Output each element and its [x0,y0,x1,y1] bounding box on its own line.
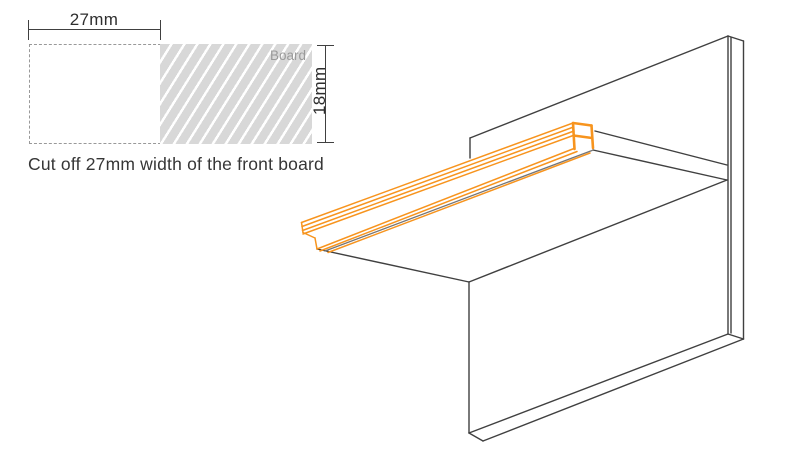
width-dimension-line [28,20,161,40]
panel-edge-line [594,130,728,166]
caption-text: Cut off 27mm width of the front board [28,154,324,174]
dimension-line [29,29,160,30]
board-edge-line [324,149,593,252]
panel-edge-line [468,432,484,442]
panel-edge-line [727,333,745,340]
profile-line [319,150,578,252]
led-profile-cross-section [571,121,595,151]
profile-line [300,221,304,234]
profile-line [314,237,318,250]
profile-line [302,231,316,239]
profile-line [302,134,576,235]
panel-edge-lines [316,35,745,442]
profile-line [301,130,575,232]
height-dimension-line [317,45,334,143]
width-dimension-label: 27mm [69,10,119,29]
led-profile-lines [300,122,591,254]
profile-cross-section-line [571,121,593,127]
panel-edge-line [316,248,470,283]
panel-edge-line [469,35,729,139]
profile-cross-section-line [572,134,594,140]
dimension-line [325,46,326,142]
profile-line [327,152,591,254]
profile-line [301,126,575,228]
cutoff-area-dashed-rect [29,44,161,144]
profile-line [300,122,574,224]
board-hatched-rect [160,44,312,144]
profile-line [316,147,575,250]
panel-edge-line [727,35,745,42]
panel-edge-line [482,338,745,442]
panel-edge-line [592,149,728,181]
panel-edge-line [468,179,728,283]
board-edge-line [324,149,593,252]
board-label: Board [269,48,306,63]
panel-edge-line [468,333,729,434]
